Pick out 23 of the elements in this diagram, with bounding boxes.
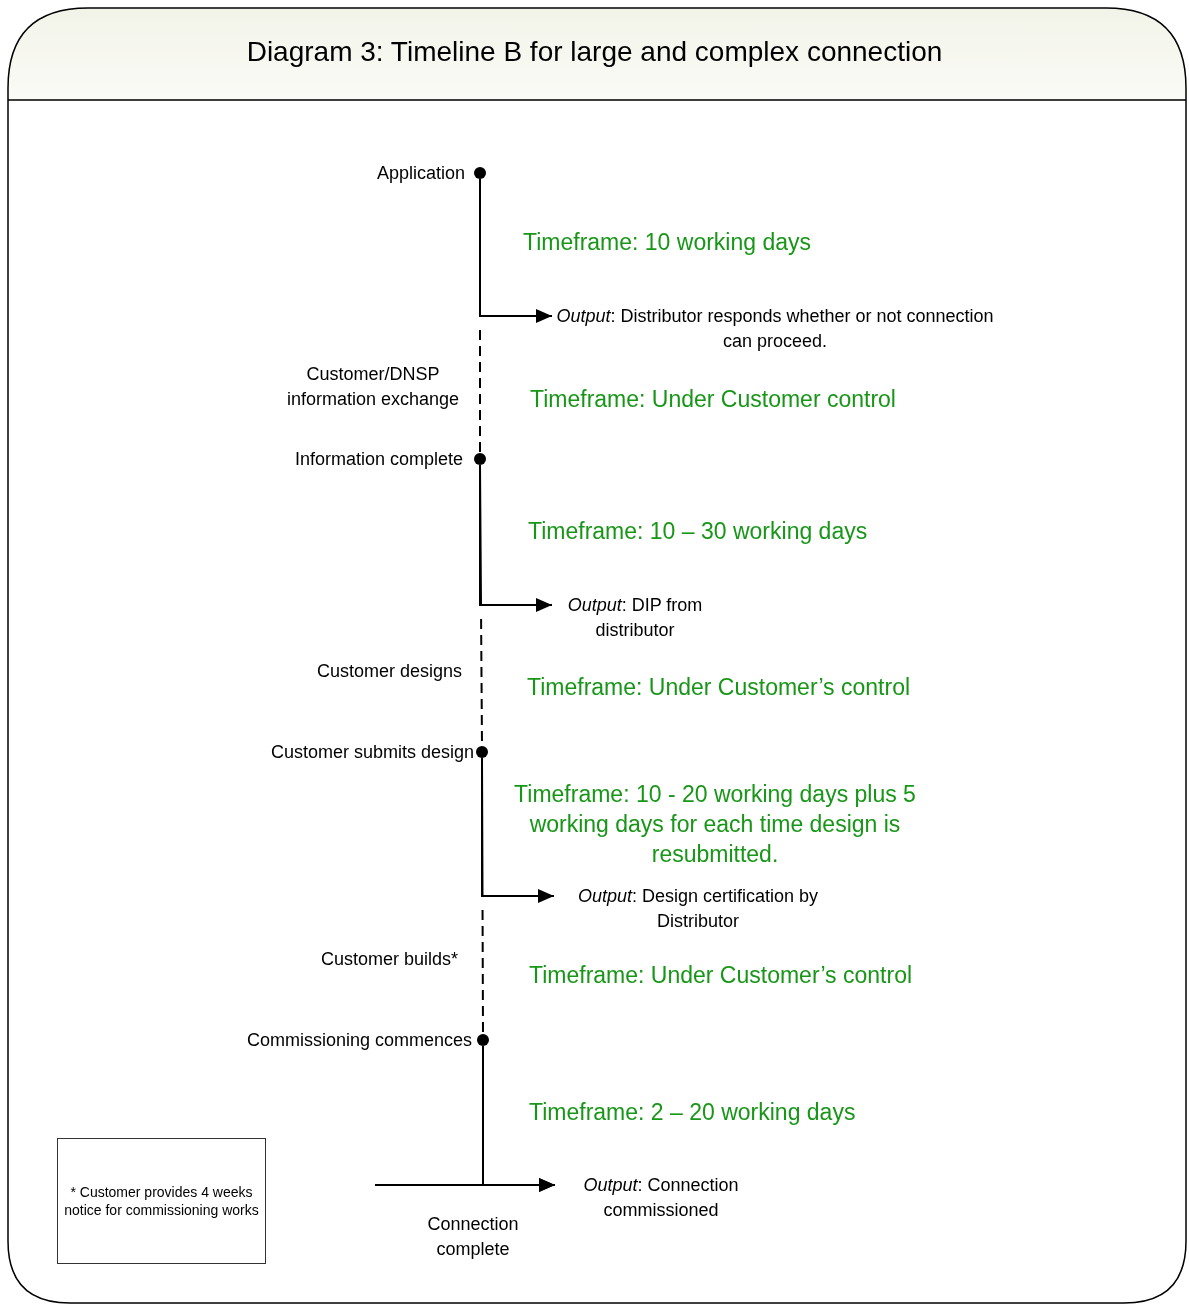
stage-label: Customer/DNSP information exchange xyxy=(285,362,461,411)
timeframe-text: Timeframe: Under Customer’s control xyxy=(529,961,913,990)
stage-label: Customer builds* xyxy=(320,947,458,971)
timeframe-text: Timeframe: 10 working days xyxy=(523,228,812,257)
note-box: * Customer provides 4 weeks notice for commissioning works xyxy=(57,1138,266,1264)
output-text: Output: DIP from distributor xyxy=(552,592,718,643)
output-text: Output: Connection commissioned xyxy=(555,1172,767,1223)
timeframe-text: Timeframe: 10 – 30 working days xyxy=(528,517,868,546)
timeframe-text: Timeframe: 2 – 20 working days xyxy=(529,1098,856,1127)
milestone-label: Commissioning commences xyxy=(246,1028,472,1052)
timeline-line xyxy=(481,757,484,1035)
stage-label: Customer designs xyxy=(316,659,462,683)
timeframe-text: Timeframe: Under Customer control xyxy=(530,385,896,414)
milestone-label: Customer submits design xyxy=(270,740,474,764)
output-text: Output: Distributor responds whether or not connection can proceed. xyxy=(552,303,998,354)
diagram-title: Diagram 3: Timeline B for large and complex connection xyxy=(245,35,944,69)
milestone-label: Application xyxy=(376,161,465,185)
timeframe-text: Timeframe: Under Customer’s control xyxy=(527,673,911,702)
output-text: Output: Design certification by Distributor xyxy=(554,883,826,934)
arrow xyxy=(374,1178,556,1192)
milestone-label: Information complete xyxy=(294,447,463,471)
timeframe-text: Timeframe: 10 - 20 working days plus 5 working days for each time design is resubmitted. xyxy=(513,780,917,869)
stage-label: Connection complete xyxy=(426,1212,520,1261)
